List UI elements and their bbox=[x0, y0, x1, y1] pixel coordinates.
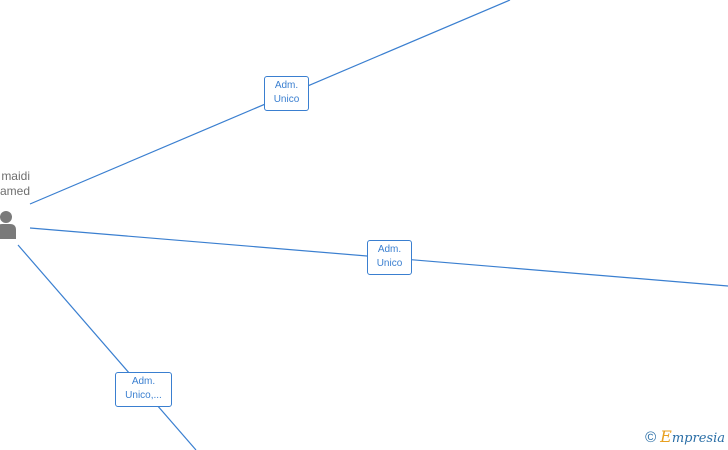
relation-label-3[interactable]: Adm. Unico,... bbox=[115, 372, 172, 407]
relation-label-3-line2: Unico,... bbox=[125, 390, 162, 401]
person-icon[interactable] bbox=[0, 210, 20, 245]
brand-logo-initial: E bbox=[660, 427, 672, 446]
edge-to-company-3 bbox=[17, 244, 197, 450]
relation-label-2-line2: Unico bbox=[376, 258, 403, 269]
relation-label-2-line1: Adm. bbox=[377, 244, 402, 255]
relation-label-1-line2: Unico bbox=[273, 94, 300, 105]
person-name[interactable]: maidi amed bbox=[0, 169, 30, 199]
relation-label-2[interactable]: Adm. Unico bbox=[367, 240, 412, 275]
person-name-line1: maidi bbox=[1, 169, 30, 183]
relation-label-1[interactable]: Adm. Unico bbox=[264, 76, 309, 111]
relation-label-1-line1: Adm. bbox=[274, 80, 299, 91]
empresia-watermark: ©Empresia bbox=[645, 427, 725, 446]
copyright-symbol: © bbox=[645, 429, 657, 446]
brand-logo-text: mpresia bbox=[671, 431, 725, 446]
person-name-line2: amed bbox=[0, 184, 30, 198]
relation-label-3-line1: Adm. bbox=[131, 376, 156, 387]
